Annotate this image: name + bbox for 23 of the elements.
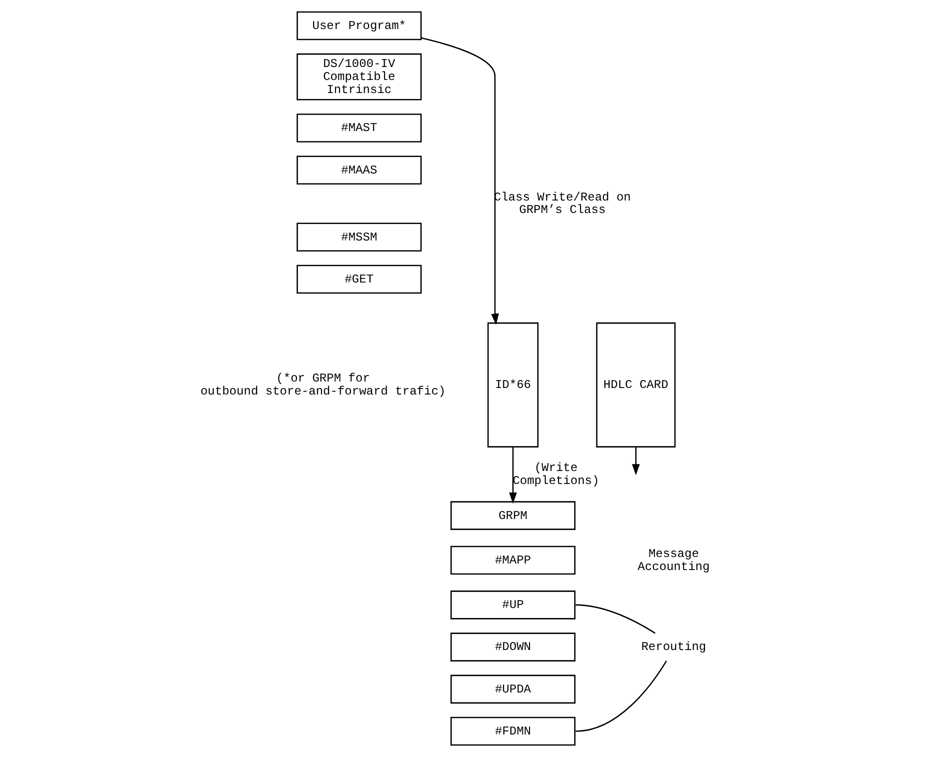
node-box: #MAPP	[450, 546, 576, 575]
node-box: #MAAS	[296, 156, 422, 184]
node-box: #UPDA	[450, 674, 576, 704]
node-text: Rerouting	[641, 640, 706, 654]
node-box: #MAST	[296, 114, 422, 142]
node-box: GRPM	[450, 501, 576, 530]
node-box: HDLC CARD	[596, 322, 676, 448]
arrow	[420, 37, 499, 325]
edge-label: (Write Completions)	[512, 461, 600, 488]
label: Message Accounting	[638, 546, 710, 574]
node-box: #FDMN	[450, 716, 576, 746]
node-box: ID*66	[487, 322, 539, 448]
node-box: #DOWN	[450, 632, 576, 662]
node-box: User Program*	[296, 11, 422, 40]
node-box: #GET	[296, 264, 422, 294]
arrow	[632, 446, 640, 476]
arrow	[509, 446, 517, 504]
connector	[576, 604, 656, 634]
connector	[576, 660, 667, 732]
node-box: #MSSM	[296, 222, 422, 252]
node-box: DS/1000-IV Compatible Intrinsic	[296, 53, 422, 100]
node-box: #UP	[450, 590, 576, 620]
label: (*or GRPM for outbound store-and-forward trafic)	[200, 372, 446, 399]
